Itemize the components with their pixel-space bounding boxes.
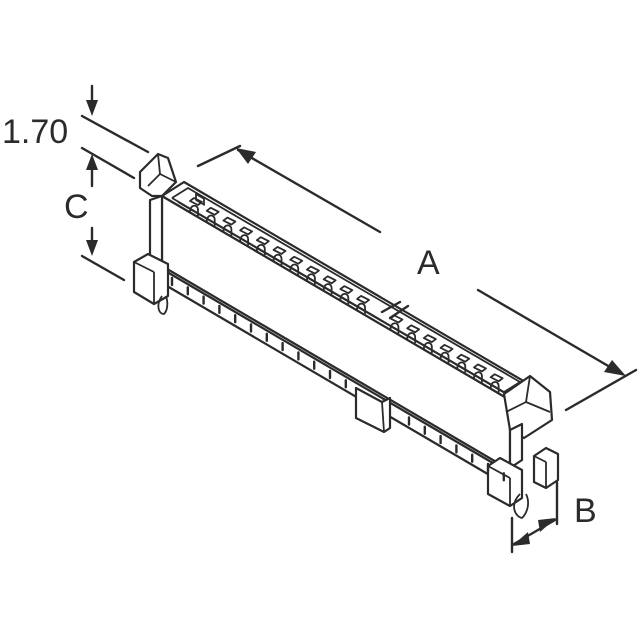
right-foot: [486, 446, 560, 519]
dimension-170-lines: [80, 84, 150, 180]
dimension-c-lines: [80, 154, 126, 282]
contact-row: [189, 197, 504, 393]
dimension-label-a: A: [417, 244, 440, 282]
dimension-label-b: B: [574, 492, 597, 530]
dimension-a-lines: [196, 144, 638, 412]
dimension-b-lines: [510, 480, 559, 554]
left-latch: [138, 152, 178, 272]
connector-body: [148, 180, 534, 482]
dimension-label-1.70: 1.70: [2, 113, 69, 151]
middle-bracket: [354, 386, 392, 434]
right-latch: [502, 374, 554, 470]
left-foot: [132, 252, 170, 315]
pin-row: [170, 276, 505, 482]
dimension-label-c: C: [64, 188, 89, 226]
